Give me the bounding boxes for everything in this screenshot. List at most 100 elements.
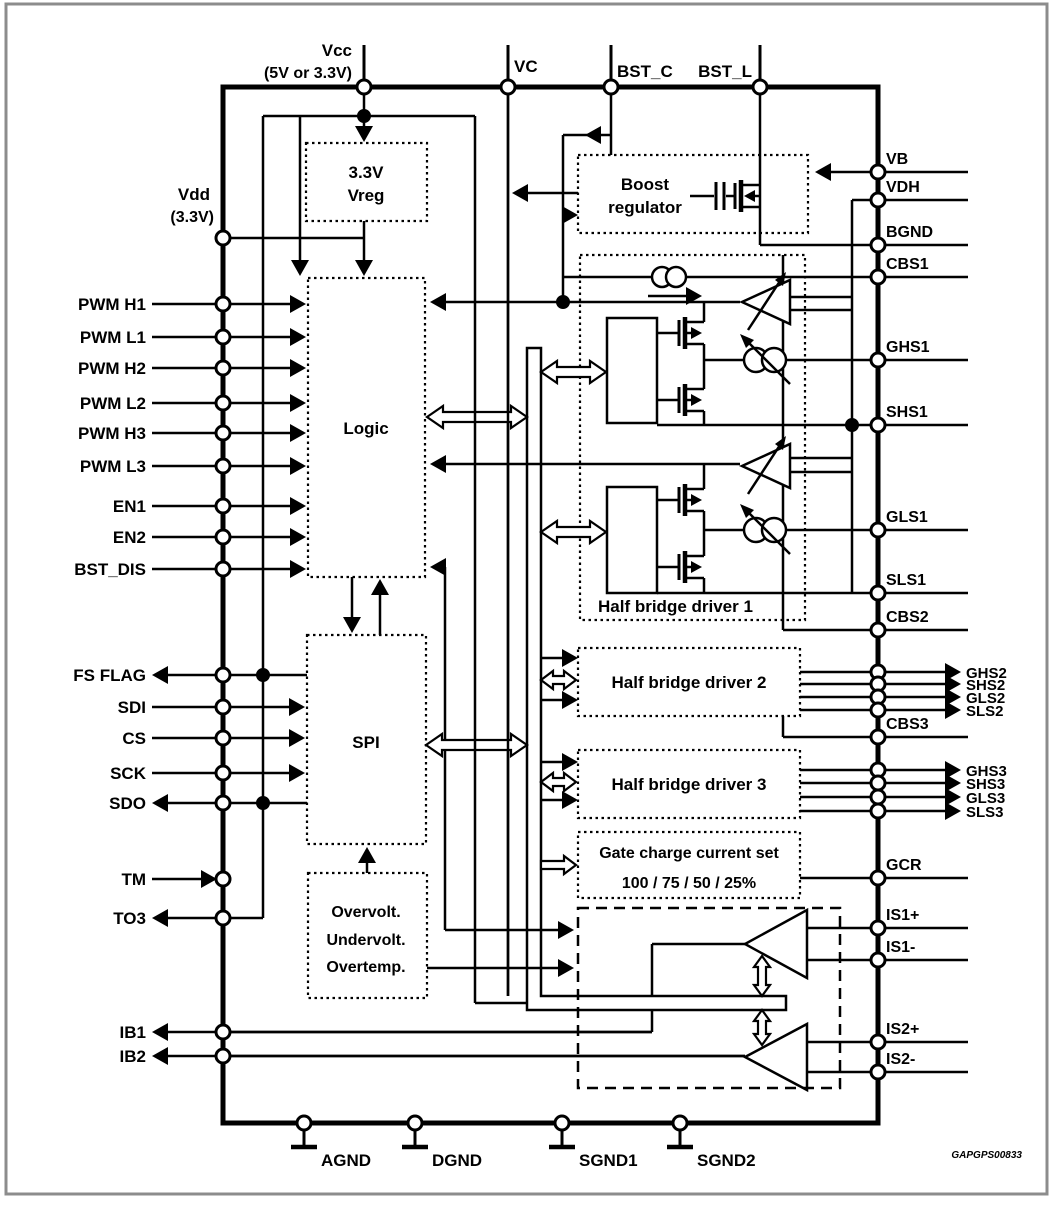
label: IS1- xyxy=(886,939,915,956)
double-arrow-icon xyxy=(539,518,608,546)
var-arrow-icon xyxy=(775,272,786,286)
current-source-icon xyxy=(664,265,688,289)
pin-left-PWM-L1 xyxy=(214,328,232,346)
block-boost xyxy=(576,153,810,235)
label: SHS3 xyxy=(966,776,1005,793)
label: FS FLAG xyxy=(73,666,146,685)
var-arrow-icon xyxy=(743,337,791,385)
arrow-icon xyxy=(539,853,578,877)
double-arrow-icon xyxy=(539,770,578,794)
label: IB1 xyxy=(120,1023,146,1042)
label: CS xyxy=(122,729,146,748)
label: GCR xyxy=(886,857,922,874)
block-logic xyxy=(306,276,427,579)
label: PWM H2 xyxy=(78,359,146,378)
hbd2-label: Half bridge driver 2 xyxy=(612,673,767,692)
pin-right-CBS3 xyxy=(869,728,887,746)
current-source-icon xyxy=(760,516,788,544)
pin-right-VDH xyxy=(869,191,887,209)
mosfet-icon xyxy=(691,561,702,573)
arrowhead-icon xyxy=(945,788,961,806)
label: SLS1 xyxy=(886,572,926,589)
arrowhead-icon xyxy=(355,126,373,142)
label: Overvolt. xyxy=(331,904,400,921)
label: DGND xyxy=(432,1151,482,1170)
sense-amp-icon xyxy=(742,907,809,981)
arrowhead-icon xyxy=(289,764,305,782)
pin-right-SLS1 xyxy=(869,584,887,602)
arrowhead-icon xyxy=(686,287,702,305)
label: TO3 xyxy=(113,909,146,928)
arrowhead-icon xyxy=(152,909,168,927)
pin-left-PWM-L2 xyxy=(214,394,232,412)
block-spi xyxy=(305,633,428,846)
mosfet-icon xyxy=(691,327,702,339)
label: GHS2 xyxy=(966,665,1007,682)
pin-label-BST_C: BST_C xyxy=(617,62,673,81)
arrowhead-icon xyxy=(945,802,961,820)
current-source-icon xyxy=(760,346,788,374)
var-arrow-icon xyxy=(743,507,791,555)
pin-right-CBS2 xyxy=(869,621,887,639)
arrowhead-icon xyxy=(291,260,309,276)
arrowhead-icon xyxy=(945,774,961,792)
var-arrow-icon xyxy=(740,334,754,348)
pin-left-SCK xyxy=(214,764,232,782)
pin-right-IS1- xyxy=(869,951,887,969)
vreg-label: 3.3V xyxy=(349,163,385,182)
pin-top-BST_L xyxy=(751,78,769,96)
arrowhead-icon xyxy=(562,691,578,709)
pin-left-IB1 xyxy=(214,1023,232,1041)
arrowhead-icon xyxy=(558,921,574,939)
gate-charge-title: Gate charge current set xyxy=(599,845,779,862)
pin-left-PWM-H3 xyxy=(214,424,232,442)
pin-left-PWM-H2 xyxy=(214,359,232,377)
arrowhead-icon xyxy=(152,666,168,684)
arrowhead-icon xyxy=(289,698,305,716)
arrowhead-icon xyxy=(430,558,446,576)
label: TM xyxy=(121,870,146,889)
pin-right-GLS1 xyxy=(869,521,887,539)
arrowhead-icon xyxy=(945,701,961,719)
arrowhead-icon xyxy=(290,295,306,313)
junction-dot xyxy=(556,295,570,309)
label: BST_DIS xyxy=(74,560,146,579)
pin-top-Vcc xyxy=(355,78,373,96)
pin-left-TM xyxy=(214,870,232,888)
pin-label-Vcc: Vcc xyxy=(322,41,352,60)
logic-label: Logic xyxy=(343,419,388,438)
double-arrow-icon xyxy=(539,358,608,386)
label: CBS3 xyxy=(886,716,929,733)
pin-right-GCR xyxy=(869,869,887,887)
pin-top-BST_C xyxy=(602,78,620,96)
pin-left-SDI xyxy=(214,698,232,716)
arrowhead-icon xyxy=(558,959,574,977)
hbd3-label: Half bridge driver 3 xyxy=(612,775,767,794)
arrowhead-icon xyxy=(562,791,578,809)
pin-left-PWM-L3 xyxy=(214,457,232,475)
pin-bottom-SGND2 xyxy=(671,1114,689,1132)
arrowhead-icon xyxy=(290,560,306,578)
sense-amp-icon xyxy=(742,1021,809,1093)
pin-left-EN1 xyxy=(214,497,232,515)
label: PWM L3 xyxy=(80,457,146,476)
double-arrow-icon xyxy=(751,954,773,998)
var-arrow-icon xyxy=(740,504,754,518)
predriver-1H xyxy=(605,316,659,425)
arrowhead-icon xyxy=(290,457,306,475)
pin-right-IS1+ xyxy=(869,919,887,937)
pin-left-PWM-H1 xyxy=(214,295,232,313)
label: PWM L2 xyxy=(80,394,146,413)
double-arrow-icon xyxy=(425,403,529,431)
pin-right-SHS3 xyxy=(869,774,887,792)
pin-right-CBS1 xyxy=(869,268,887,286)
arrowhead-icon xyxy=(430,455,446,473)
pin-left-CS xyxy=(214,729,232,747)
label: SHS1 xyxy=(886,404,928,421)
pin-left-BST_DIS xyxy=(214,560,232,578)
label: Overtemp. xyxy=(326,959,405,976)
arrowhead-icon xyxy=(512,184,528,202)
label: PWM H3 xyxy=(78,424,146,443)
label: (3.3V) xyxy=(170,209,214,226)
arrowhead-icon xyxy=(562,649,578,667)
